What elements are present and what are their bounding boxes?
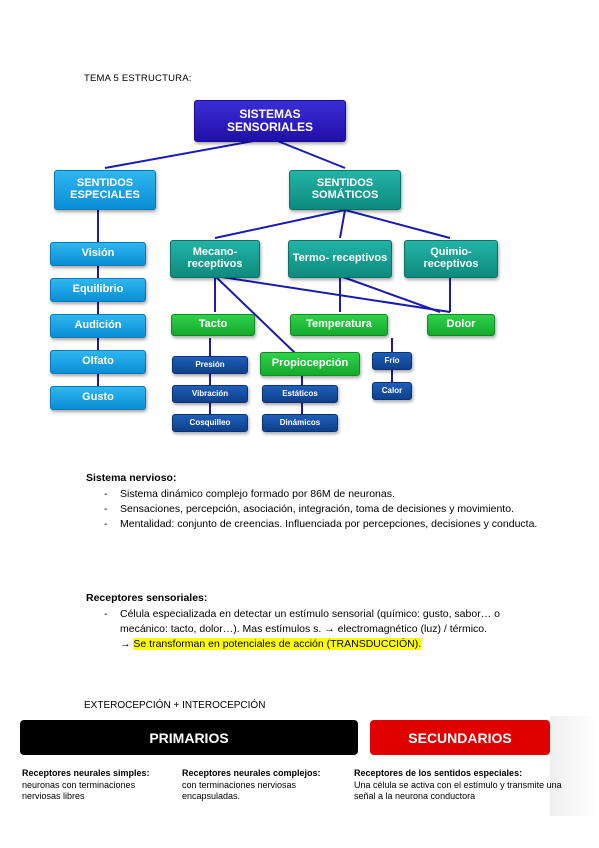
receptores-list: Célula especializada en detectar un estí… (100, 607, 540, 652)
sistema-nervioso-title: Sistema nervioso: (86, 472, 177, 484)
secundarios-banner: SECUNDARIOS (370, 720, 550, 755)
arrow-icon: → (120, 638, 131, 650)
node-tacto-item: Presión (172, 356, 248, 374)
transduction-line: → Se transforman en potenciales de acció… (100, 637, 540, 652)
col-title: Receptores neurales complejos: (182, 768, 321, 778)
col-text: neuronas con terminaciones nerviosas lib… (22, 779, 136, 802)
sensory-systems-diagram: SISTEMAS SENSORIALES SENTIDOS ESPECIALES… (40, 98, 510, 438)
sistema-nervioso-list: Sistema dinámico complejo formado por 86… (100, 487, 540, 532)
col-text: Una célula se activa con el estímulo y t… (354, 779, 562, 802)
primarios-banner: PRIMARIOS (20, 720, 358, 755)
list-item: Mentalidad: conjunto de creencias. Influ… (100, 517, 540, 532)
list-item: Célula especializada en detectar un estí… (100, 607, 540, 637)
node-temp-item: Frío (372, 352, 412, 370)
list-item: Sensaciones, percepción, asociación, int… (100, 502, 540, 517)
node-especial-item: Olfato (50, 350, 146, 374)
col-especiales: Receptores de los sentidos especiales: U… (354, 768, 576, 803)
node-propiocepcion: Propiocepción (260, 352, 360, 376)
col-text: con terminaciones nerviosas encapsuladas… (182, 779, 297, 802)
node-tacto: Tacto (171, 314, 255, 336)
node-sistemas-sensoriales: SISTEMAS SENSORIALES (194, 100, 346, 142)
node-quimioreceptivos: Quimio- receptivos (404, 240, 498, 278)
node-temperatura: Temperatura (290, 314, 388, 336)
page-header: TEMA 5 ESTRUCTURA: (84, 73, 192, 84)
node-sentidos-somaticos: SENTIDOS SOMÁTICOS (289, 170, 401, 210)
col-title: Receptores de los sentidos especiales: (354, 768, 523, 778)
node-tacto-item: Vibración (172, 385, 248, 403)
banner-fade (550, 716, 599, 816)
col-simples: Receptores neurales simples: neuronas co… (22, 768, 172, 803)
node-tacto-item: Cosquilleo (172, 414, 248, 432)
node-dolor: Dolor (427, 314, 495, 336)
node-especial-item: Audición (50, 314, 146, 338)
node-sentidos-especiales: SENTIDOS ESPECIALES (54, 170, 156, 210)
list-item: Sistema dinámico complejo formado por 86… (100, 487, 540, 502)
col-title: Receptores neurales simples: (22, 768, 150, 778)
highlighted-text: Se transforman en potenciales de acción … (133, 638, 422, 650)
node-propio-item: Estáticos (262, 385, 338, 403)
node-temp-item: Calor (372, 382, 412, 400)
col-complejos: Receptores neurales complejos: con termi… (182, 768, 342, 803)
node-especial-item: Gusto (50, 386, 146, 410)
node-propio-item: Dinámicos (262, 414, 338, 432)
node-especial-item: Equilibrio (50, 278, 146, 302)
node-termoreceptivos: Termo- receptivos (288, 240, 392, 278)
ext-int-heading: EXTEROCEPCIÓN + INTEROCEPCIÓN (84, 700, 266, 711)
receptores-title: Receptores sensoriales: (86, 592, 208, 604)
node-especial-item: Visión (50, 242, 146, 266)
node-mecanoreceptivos: Mecano- receptivos (170, 240, 260, 278)
